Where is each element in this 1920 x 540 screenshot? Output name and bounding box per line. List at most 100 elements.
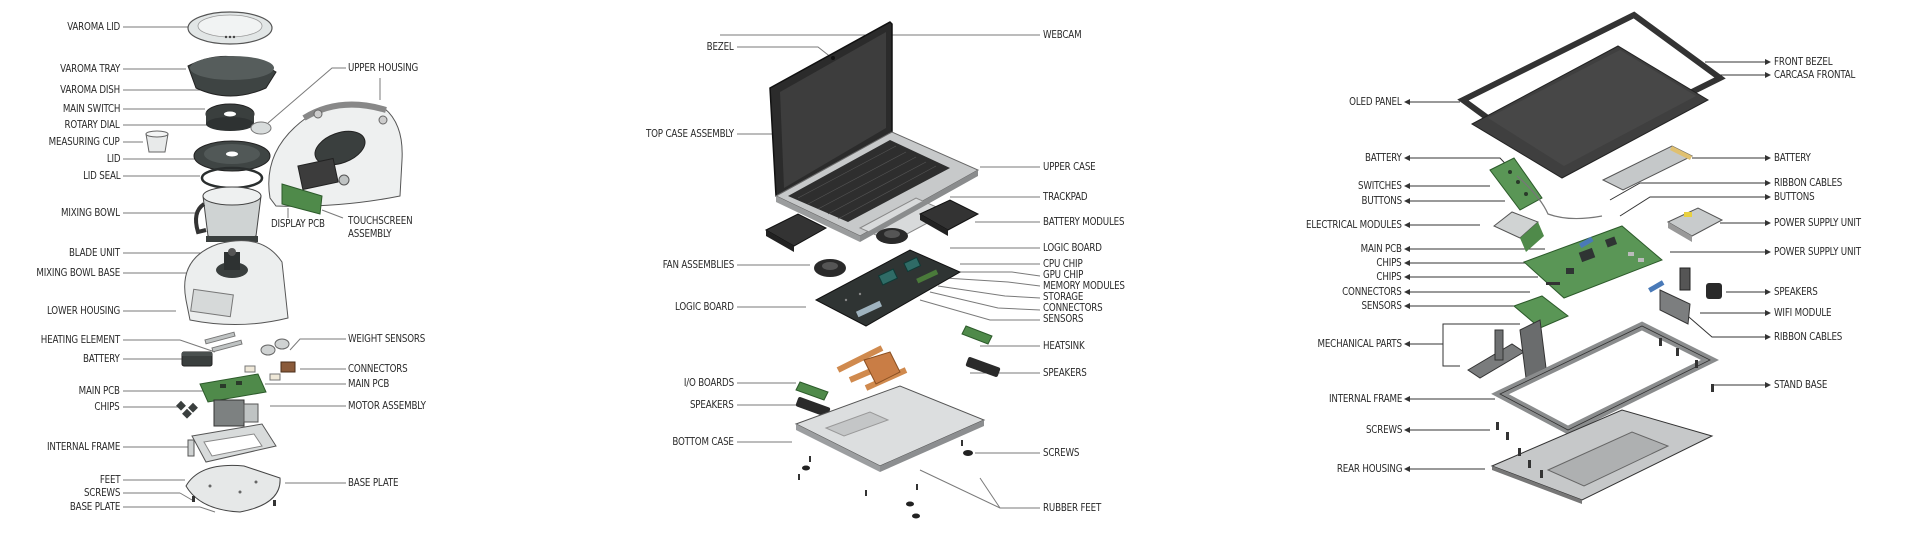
logic-board-part bbox=[814, 249, 962, 327]
label-internal-frame: INTERNAL FRAME bbox=[1328, 392, 1402, 405]
label-stand-base: STAND BASE bbox=[1774, 378, 1828, 391]
leader-lines-left bbox=[123, 26, 216, 513]
speakers-part bbox=[1679, 267, 1722, 299]
display-pcb-part bbox=[281, 183, 323, 215]
label-trackpad: TRACKPAD bbox=[1043, 190, 1088, 203]
label-main-switch: MAIN SWITCH bbox=[62, 102, 121, 115]
label-connectors: CONNECTORS bbox=[348, 362, 408, 375]
label-io-boards: I/O BOARDS bbox=[683, 376, 734, 389]
label-fan-assemblies: FAN ASSEMBLIES bbox=[662, 258, 735, 271]
speakers-part bbox=[795, 357, 1001, 417]
label-lower-housing: LOWER HOUSING bbox=[46, 304, 120, 317]
label-heating-element: HEATING ELEMENT bbox=[40, 333, 120, 346]
label-oled-panel: OLED PANEL bbox=[1349, 95, 1403, 108]
fan-assemblies-part bbox=[814, 228, 908, 277]
screws-part bbox=[798, 440, 963, 496]
label-buttons-left: BUTTONS bbox=[1361, 194, 1403, 207]
label-mixing-bowl-base: MIXING BOWL BASE bbox=[36, 266, 120, 279]
rotary-dial-part bbox=[250, 121, 272, 135]
label-screws: SCREWS bbox=[83, 486, 120, 499]
label-upper-housing: UPPER HOUSING bbox=[348, 61, 419, 74]
label-top-case-assembly: TOP CASE ASSEMBLY bbox=[646, 127, 734, 140]
label-display-pcb: DISPLAY PCB bbox=[271, 217, 325, 230]
heatsink-part bbox=[836, 345, 908, 391]
label-main-pcb: MAIN PCB bbox=[78, 384, 120, 397]
label-chips-1: CHIPS bbox=[1376, 256, 1402, 269]
main-pcb-part bbox=[199, 373, 267, 403]
label-battery-modules: BATTERY MODULES bbox=[1043, 215, 1125, 228]
label-power-supply-unit-2: POWER SUPPLY UNIT bbox=[1774, 245, 1861, 258]
label-battery-left: BATTERY bbox=[1365, 151, 1402, 164]
label-connectors: CONNECTORS bbox=[1043, 301, 1103, 314]
lid-part bbox=[193, 140, 271, 172]
label-bottom-case: BOTTOM CASE bbox=[672, 435, 735, 448]
label-connectors: CONNECTORS bbox=[1342, 285, 1402, 298]
io-board-part bbox=[795, 325, 993, 401]
sensors-pcb-part bbox=[1513, 295, 1569, 329]
label-heatsink: HEATSINK bbox=[1043, 339, 1085, 352]
laptop-illustration bbox=[720, 21, 1041, 519]
weight-sensors-part bbox=[260, 338, 290, 356]
label-electrical-modules: ELECTRICAL MODULES bbox=[1306, 218, 1402, 231]
label-rear-housing: REAR HOUSING bbox=[1336, 462, 1403, 475]
label-varoma-lid: VAROMA LID bbox=[67, 20, 120, 33]
appliance-exploded-diagram: VAROMA LID VAROMA TRAY VAROMA DISH MAIN … bbox=[0, 0, 620, 540]
label-cpu-chip: CPU CHIP bbox=[1043, 257, 1083, 270]
internal-frame-part bbox=[187, 423, 277, 463]
label-sensors: SENSORS bbox=[1043, 312, 1084, 325]
label-screws: SCREWS bbox=[1365, 423, 1402, 436]
mechanical-parts-part bbox=[1467, 319, 1547, 379]
connectors-part bbox=[244, 361, 296, 381]
main-pcb-part bbox=[1523, 225, 1663, 299]
label-internal-frame: INTERNAL FRAME bbox=[46, 440, 120, 453]
rubber-feet-part bbox=[802, 450, 973, 519]
label-assembly: ASSEMBLY bbox=[348, 227, 392, 240]
label-buttons-right: BUTTONS bbox=[1774, 190, 1815, 203]
monitor-illustration bbox=[1404, 11, 1771, 504]
heating-element-part bbox=[204, 331, 243, 353]
measuring-cup-part bbox=[145, 130, 169, 153]
label-speakers-left: SPEAKERS bbox=[690, 398, 734, 411]
label-sensors: SENSORS bbox=[1361, 299, 1402, 312]
mixing-bowl-part bbox=[194, 186, 262, 242]
label-bezel: BEZEL bbox=[707, 40, 734, 53]
label-wifi-module: WIFI MODULE bbox=[1774, 306, 1832, 319]
leader-lines bbox=[720, 34, 1041, 509]
oled-panel-part bbox=[1470, 45, 1710, 179]
chips-part bbox=[176, 400, 198, 419]
main-switch-part bbox=[205, 103, 255, 131]
label-battery-right: BATTERY bbox=[1774, 151, 1811, 164]
label-rubber-feet: RUBBER FEET bbox=[1043, 501, 1102, 514]
motor-assembly-part bbox=[213, 399, 259, 427]
electrical-module-part bbox=[1493, 211, 1544, 252]
label-front-bezel: FRONT BEZEL bbox=[1774, 55, 1833, 68]
label-upper-case: UPPER CASE bbox=[1043, 160, 1096, 173]
label-chips-2: CHIPS bbox=[1376, 270, 1402, 283]
label-speakers-right: SPEAKERS bbox=[1043, 366, 1087, 379]
label-measuring-cup: MEASURING CUP bbox=[49, 135, 120, 148]
battery-modules-part bbox=[764, 199, 980, 252]
label-lid-seal: LID SEAL bbox=[82, 169, 120, 182]
varoma-tray-part bbox=[187, 55, 277, 97]
label-logic-board: LOGIC BOARD bbox=[675, 300, 734, 313]
label-mixing-bowl: MIXING BOWL bbox=[61, 206, 120, 219]
label-speakers: SPEAKERS bbox=[1774, 285, 1818, 298]
wifi-module-part bbox=[1659, 289, 1691, 325]
monitor-exploded-diagram: OLED PANEL BATTERY SWITCHES BUTTONS ELEC… bbox=[1280, 0, 1920, 540]
label-main-pcb: MAIN PCB bbox=[1360, 242, 1402, 255]
label-rotary-dial: ROTARY DIAL bbox=[64, 118, 120, 131]
battery-part bbox=[1601, 145, 1694, 191]
label-ribbon-cables-1: RIBBON CABLES bbox=[1774, 176, 1843, 189]
label-lid: LID bbox=[106, 152, 120, 165]
varoma-lid-part bbox=[187, 11, 273, 45]
label-switches: SWITCHES bbox=[1358, 179, 1402, 192]
battery-part bbox=[181, 351, 213, 367]
label-ribbon-cables-2: RIBBON CABLES bbox=[1774, 330, 1843, 343]
label-webcam: WEBCAM bbox=[1043, 28, 1082, 41]
leader-lines-right bbox=[265, 67, 381, 484]
lower-housing-part bbox=[184, 240, 289, 325]
screws-part bbox=[1496, 338, 1714, 478]
label-touchscreen: TOUCHSCREEN bbox=[348, 214, 413, 227]
label-battery: BATTERY bbox=[83, 352, 120, 365]
upper-housing-part bbox=[268, 101, 403, 207]
